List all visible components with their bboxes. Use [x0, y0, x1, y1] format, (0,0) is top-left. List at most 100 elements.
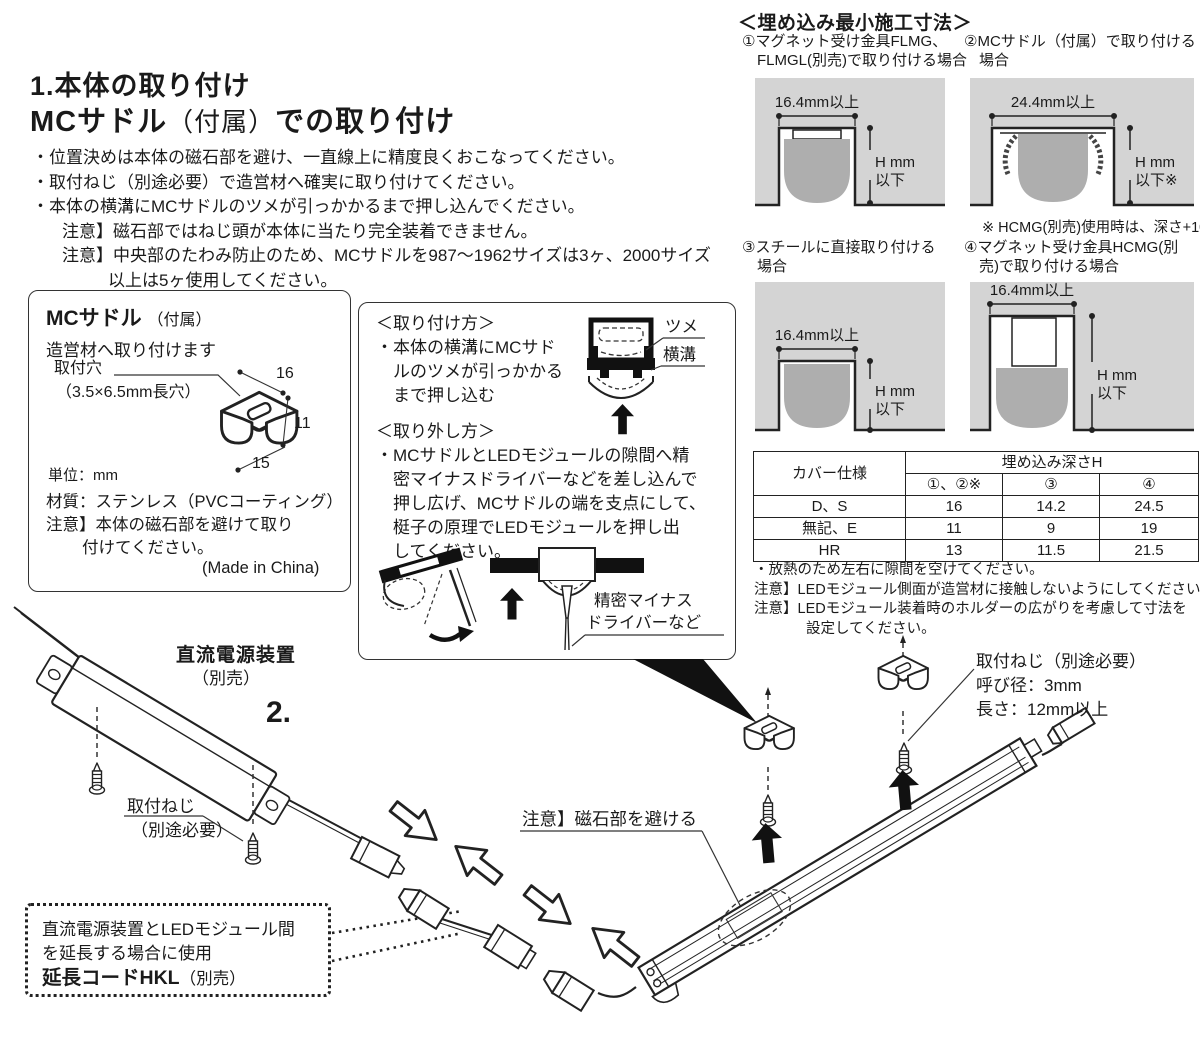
saddle-spring-left — [1002, 134, 1018, 175]
driver-lever — [448, 569, 472, 627]
section-title: 1.本体の取り付け — [30, 71, 251, 101]
module-cross-section — [784, 364, 850, 428]
mc-saddle-box — [28, 290, 351, 592]
psu-paren: （別売） — [192, 669, 260, 688]
recess-diagram-3: 16.4mm以上 H mm 以下 — [755, 282, 945, 433]
connect-arrow-icon — [444, 832, 510, 894]
mounting-screw-icon — [895, 742, 913, 775]
sub-header: ③ — [1002, 473, 1100, 496]
connect-arrow-icon — [581, 914, 647, 976]
mc-saddle-icon — [877, 654, 929, 691]
svg-text:ドライバーなど: ドライバーなど — [586, 613, 702, 632]
saddle-drawing: 16 11 15 — [114, 365, 311, 473]
detach-diagram: 精密マイナス ドライバーなど — [378, 547, 724, 651]
mc-saddle-box-title: MCサドル （付属） — [46, 307, 212, 330]
svg-text:以下: 以下 — [875, 401, 905, 418]
svg-text:以下: 以下 — [875, 172, 905, 189]
dim-16: 16 — [276, 365, 294, 382]
svg-text:以下※: 以下※ — [1135, 172, 1178, 189]
channel-left — [490, 558, 540, 573]
connect-arrow-icon — [516, 876, 582, 938]
sub-header: ①、②※ — [905, 473, 1003, 496]
tilted-channel — [378, 547, 464, 584]
module-feed-cable — [597, 986, 637, 998]
bracket-flmg — [792, 129, 842, 140]
claw-right — [644, 346, 651, 358]
recess-section-title: ＜埋め込み最小施工寸法＞ — [738, 13, 973, 34]
psu-screw-label: 取付ねじ — [127, 797, 195, 816]
height-dim-label: H mm — [1135, 154, 1175, 171]
svg-text:以下: 以下 — [1097, 385, 1127, 402]
case2-label: ②MCサドル（付属）で取り付ける場合 — [964, 33, 1196, 69]
assembly-illustration — [13, 606, 1096, 1013]
attach-title: ＜取り付け方＞ — [376, 314, 495, 333]
bullet-line: ・取付ねじ（別途必要）で造営材へ確実に取り付けてください。 — [32, 172, 525, 192]
recess-diagram-4: 16.4mm以上 H mm 以下 — [970, 282, 1194, 433]
sub-header: ④ — [1098, 473, 1200, 496]
case4-label: ④マグネット受け金具HCMG(別売)で取り付ける場合 — [964, 239, 1179, 275]
claw-left — [591, 346, 598, 358]
section-subtitle: MCサドル（付属）での取り付け — [30, 106, 456, 138]
bullet-line: ・本体の横溝にMCサドルのツメが引っかかるまで押し込んでください。 — [32, 197, 585, 216]
extension-plug — [397, 887, 451, 931]
bullet-line: 注意】磁石部ではねじ頭が本体に当たり完全装着できません。 — [62, 221, 538, 241]
extension-cord-name: 延長コードHKL（別売） — [42, 967, 246, 989]
saddle-caution: 注意】本体の磁石部を避けて取り — [46, 516, 294, 534]
attach-diagram: ツメ 横溝 — [587, 317, 705, 435]
detach-title: ＜取り外し方＞ — [376, 422, 495, 441]
extension-socket — [482, 923, 537, 970]
module-end-cable — [1041, 743, 1063, 757]
width-dim-label: 24.4mm以上 — [1011, 94, 1095, 111]
holder — [725, 891, 783, 940]
hcmg-note: ※ HCMG(別売)使用時は、深さ+10mm — [982, 220, 1200, 236]
psu-label: 直流電源装置 — [176, 645, 297, 666]
module-end-connector — [1046, 706, 1096, 745]
extension-cord-box — [25, 903, 331, 997]
dim-11: 11 — [294, 415, 311, 432]
mounting-screw-icon — [88, 762, 106, 795]
height-dim-label: H mm — [875, 383, 915, 400]
saddle-desc: 造営材へ取り付けます — [46, 341, 216, 360]
unit-label: 単位：mm — [48, 467, 118, 484]
saddle-screw-label: 取付ねじ（別途必要） 呼び径：3mm 長さ：12mm以上 — [976, 652, 1146, 719]
mounting-screw-icon — [759, 794, 777, 827]
led-module — [637, 736, 1043, 1004]
howto-box — [358, 302, 736, 660]
driver-label: 精密マイナス — [594, 591, 693, 610]
case1-label: ①マグネット受け金具FLMG、FLMGL(別売)で取り付ける場合 — [742, 33, 968, 69]
bracket-hcmg — [1011, 317, 1057, 367]
magnet-caution-label: 注意】磁石部を避ける — [522, 809, 697, 829]
height-dim-label: H mm — [1097, 367, 1137, 384]
groove-label: 横溝 — [663, 345, 696, 364]
saddle-bottom-arc — [588, 381, 654, 399]
width-dim-label: 16.4mm以上 — [775, 327, 859, 344]
push-up-arrow-icon — [611, 404, 635, 435]
hole-label2: （3.5×6.5mm長穴） — [56, 384, 201, 401]
bullet-line: 以上は5ヶ使用してください。 — [108, 270, 338, 290]
bullet-line: 注意】中央部のたわみ防止のため、MCサドルを987～1962サイズは3ヶ、200… — [62, 246, 711, 265]
saddle-spring-right — [1088, 134, 1104, 175]
mounting-screw-icon — [244, 832, 262, 865]
table-notes: ・放熱のため左右に隙間を空けてください。 注意】LEDモジュール側面が造営材に接… — [754, 562, 1200, 637]
col-header-depth: 埋め込み深さH — [904, 451, 1200, 474]
callout-pointer — [633, 659, 757, 723]
case3-label: ③スチールに直接取り付ける場合 — [742, 239, 936, 275]
origin-label: (Made in China) — [202, 559, 320, 577]
channel-right — [594, 558, 644, 573]
step-number: 2. — [266, 696, 292, 729]
module-cross-section — [784, 139, 850, 203]
hole-label: 取付穴 — [54, 360, 103, 377]
rotate-arrow-icon — [428, 632, 462, 642]
height-dim-label: H mm — [875, 154, 915, 171]
width-dim-label: 16.4mm以上 — [990, 282, 1074, 299]
claw-label: ツメ — [665, 318, 698, 336]
module-cross-section — [1018, 134, 1088, 202]
material-label: 材質：ステンレス（PVCコーティング） — [46, 493, 343, 511]
dim-15: 15 — [252, 455, 270, 472]
bullet-line: ・位置決めは本体の磁石部を避け、一直線上に精度良くおこなってください。 — [32, 148, 625, 167]
